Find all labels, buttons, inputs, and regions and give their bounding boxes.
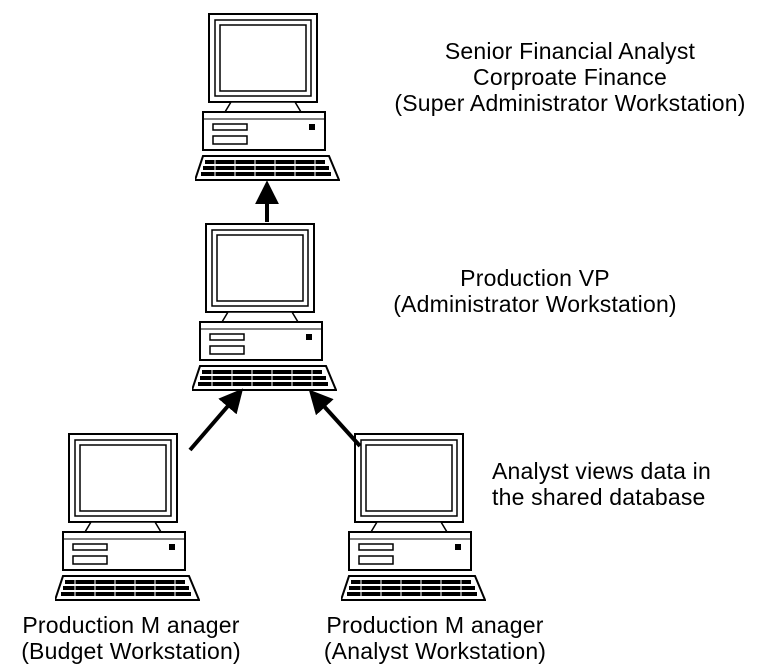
label-budget: Production M anager (Budget Workstation) (0, 612, 262, 664)
annotation-line: the shared database (492, 484, 706, 510)
label-line: Production M anager (326, 612, 544, 638)
label-line: (Budget Workstation) (21, 638, 241, 664)
label-line: (Analyst Workstation) (323, 638, 547, 664)
label-line: Production VP (460, 265, 610, 291)
annotation-shared-database: Analyst views data in the shared databas… (492, 458, 752, 510)
workstation-analyst (341, 433, 486, 601)
label-line: Production M anager (22, 612, 240, 638)
label-line: (Administrator Workstation) (393, 291, 677, 317)
label-admin: Production VP (Administrator Workstation… (360, 265, 710, 317)
label-analyst: Production M anager (Analyst Workstation… (290, 612, 580, 664)
label-super-admin: Senior Financial Analyst Corproate Finan… (370, 38, 770, 116)
arrow-budget-to-admin (188, 388, 244, 452)
workstation-admin (192, 223, 337, 391)
workstation-budget (55, 433, 200, 601)
label-line: Senior Financial Analyst (444, 38, 696, 64)
annotation-line: Analyst views data in (492, 458, 711, 484)
arrow-analyst-to-admin (308, 389, 362, 448)
workstation-super-admin (195, 13, 340, 181)
label-line: (Super Administrator Workstation) (394, 90, 746, 116)
label-line: Corproate Finance (473, 64, 667, 90)
